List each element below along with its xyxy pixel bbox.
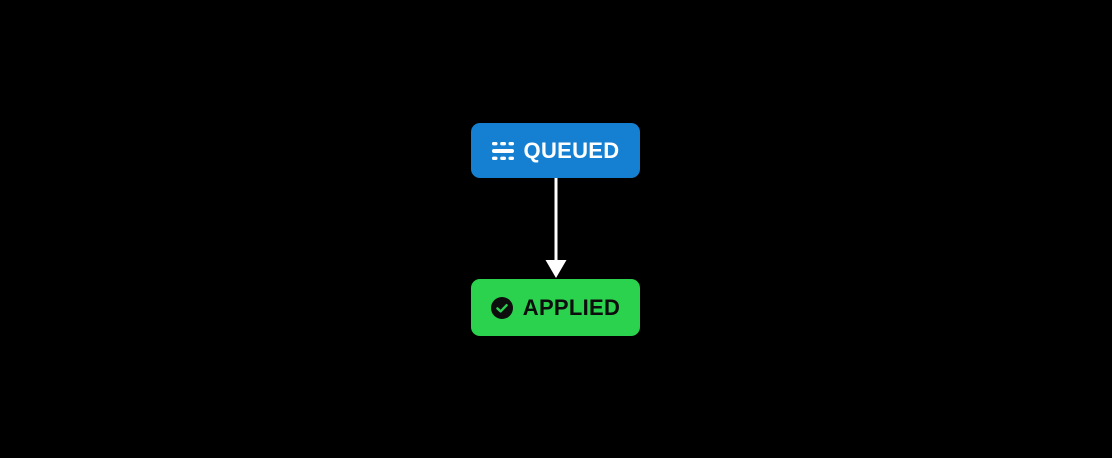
- node-queued[interactable]: QUEUED: [471, 123, 640, 178]
- queue-icon: [491, 141, 514, 160]
- node-queued-label: QUEUED: [523, 137, 620, 163]
- node-applied-label: APPLIED: [522, 294, 621, 320]
- edge-arrow-queued-to-applied: [545, 178, 567, 278]
- check-circle-icon: [490, 296, 513, 319]
- node-applied[interactable]: APPLIED: [471, 279, 640, 336]
